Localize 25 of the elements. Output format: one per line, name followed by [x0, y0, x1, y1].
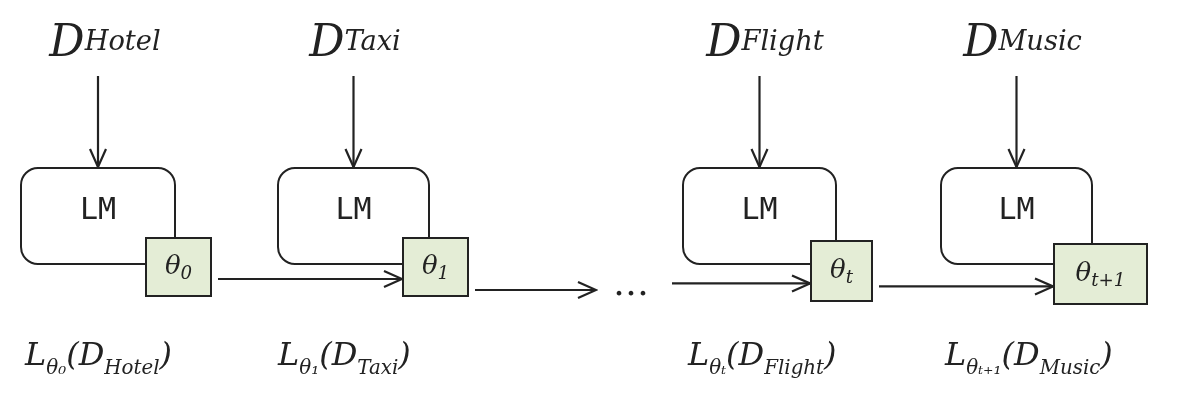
arrow: [879, 277, 1055, 296]
model-label: LM: [998, 191, 1035, 226]
parameter-box: [145, 237, 212, 297]
model-label: LM: [79, 191, 117, 226]
parameter-label: θ$_{t}$: [830, 254, 853, 288]
loss-label: L$_{θ₁}$(D$_{Taxi}$): [278, 335, 411, 380]
arrow: [1007, 76, 1026, 169]
arrow: [218, 269, 404, 289]
parameter-box: [810, 240, 873, 302]
arrow: [672, 274, 812, 293]
parameter-label: θ$_{t+1}$: [1075, 257, 1126, 291]
model-label: LM: [741, 191, 778, 226]
parameter-box: [402, 237, 469, 297]
loss-label: L$_{θₜ₊₁}$(D$_{Music}$): [945, 335, 1113, 380]
loss-label: L$_{θₜ}$(D$_{Flight}$): [688, 335, 837, 380]
loss-label: L$_{θ₀}$(D$_{Hotel}$): [25, 335, 173, 380]
parameter-label: θ$_{1}$: [421, 250, 450, 284]
parameter-box: [1053, 243, 1148, 305]
arrow: [88, 76, 108, 169]
arrow: [750, 76, 769, 169]
parameter-label: θ$_{0}$: [164, 250, 193, 284]
arrow: [475, 280, 598, 300]
ellipsis: …: [596, 262, 666, 302]
arrow: [344, 76, 363, 169]
model-label: LM: [335, 191, 372, 226]
